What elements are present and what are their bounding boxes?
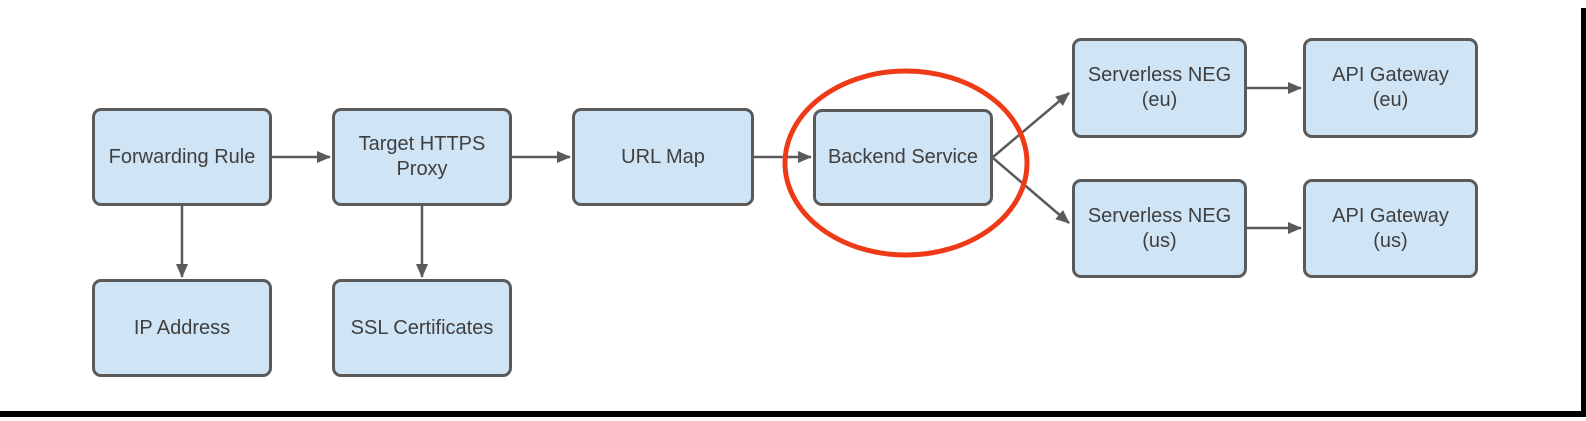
node-ssl-certificates-label: SSL Certificates <box>350 316 494 339</box>
node-api-gateway-eu-label: API Gateway (eu) <box>1332 64 1449 111</box>
node-ip-address: IP Address <box>92 279 272 377</box>
node-serverless-neg-us-label: Serverless NEG (us) <box>1087 204 1232 252</box>
edge-backend-service-to-serverless-neg-eu <box>992 92 1070 158</box>
edge-backend-service-to-serverless-neg-us <box>992 157 1070 224</box>
node-url-map-label: URL Map <box>621 145 705 168</box>
node-url-map: URL Map <box>572 108 754 206</box>
node-ssl-certificates: SSL Certificates <box>332 279 512 377</box>
node-api-gateway-us: API Gateway (us) <box>1303 179 1478 278</box>
node-serverless-neg-eu: Serverless NEG (eu) <box>1072 38 1247 138</box>
node-api-gateway-us-label: API Gateway (us) <box>1332 204 1449 252</box>
node-forwarding-rule-label: Forwarding Rule <box>108 145 256 168</box>
node-ip-address-label: IP Address <box>133 316 231 339</box>
node-target-https-proxy: Target HTTPS Proxy <box>332 108 512 206</box>
node-backend-service-label: Backend Service <box>827 146 979 168</box>
node-serverless-neg-eu-label: Serverless NEG (eu) <box>1087 64 1232 111</box>
node-api-gateway-eu: API Gateway (eu) <box>1303 38 1478 138</box>
node-serverless-neg-us: Serverless NEG (us) <box>1072 179 1247 278</box>
frame-right-line <box>1581 8 1586 417</box>
frame-bottom-line <box>0 411 1586 417</box>
node-target-https-proxy-label: Target HTTPS Proxy <box>358 133 486 180</box>
node-forwarding-rule: Forwarding Rule <box>92 108 272 206</box>
node-backend-service: Backend Service <box>813 109 993 206</box>
